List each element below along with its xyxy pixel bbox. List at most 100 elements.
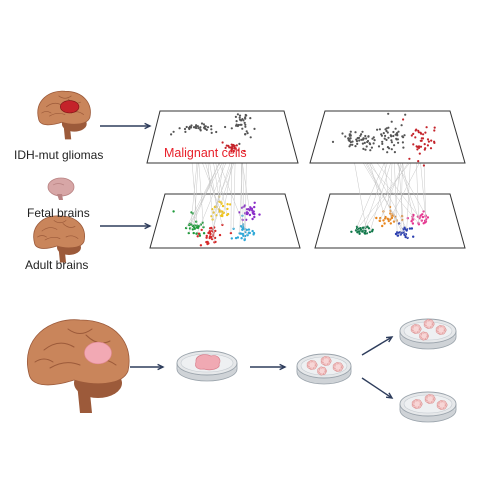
malignant-cell-point — [382, 132, 385, 135]
reference-cell-point — [197, 232, 201, 235]
malignant-cell-point — [241, 127, 244, 130]
malignant-cell-point — [347, 137, 350, 140]
malignant-cell-point — [378, 128, 381, 131]
malignant-cell-point — [422, 133, 425, 136]
malignant-cell-point — [240, 123, 243, 126]
fetal-brainstem — [57, 194, 63, 200]
malignant-cell-point — [234, 147, 237, 150]
malignant-cell-point — [381, 142, 384, 145]
reference-cell-point — [172, 210, 175, 213]
organoid-core — [438, 327, 444, 333]
malignant-cell-point — [203, 127, 206, 130]
malignant-cell-point — [426, 144, 429, 147]
malignant-cell-point — [360, 133, 363, 136]
malignant-cell-point — [199, 126, 202, 129]
malignant-cell-point — [362, 147, 365, 150]
organoid — [435, 325, 447, 335]
reference-cell-point — [368, 230, 372, 234]
reference-cell-point — [419, 214, 422, 217]
malignant-cell-point — [390, 148, 393, 151]
reference-cell-point — [398, 231, 402, 234]
malignant-cell-point — [184, 130, 187, 133]
malignant-cell-point — [206, 126, 210, 129]
malignant-cell-point — [426, 138, 430, 141]
malignant-cell-point — [365, 137, 368, 140]
malignant-cell-point — [253, 127, 256, 130]
malignant-cell-point — [364, 134, 367, 138]
malignant-cell-point — [424, 131, 427, 134]
malignant-cell-point — [172, 130, 175, 133]
malignant-cell-point — [385, 129, 388, 133]
malignant-cell-point — [384, 134, 387, 137]
malignant-cell-point — [400, 124, 403, 127]
organoid-dish-lower-icon — [399, 391, 457, 423]
malignant-cell-point — [383, 137, 386, 140]
malignant-cell-point — [244, 123, 247, 126]
organoid-dish-upper-icon — [399, 318, 457, 350]
reference-cell-point — [422, 222, 425, 225]
malignant-cell-point — [244, 133, 247, 136]
reference-cell-point — [229, 203, 232, 206]
reference-cell-point — [234, 236, 238, 240]
malignant-cell-point — [419, 145, 423, 148]
malignant-cell-point — [419, 131, 422, 134]
arrow-icon — [100, 222, 152, 230]
organoid — [320, 356, 332, 366]
malignant-cell-point — [370, 146, 373, 149]
reference-cell-point — [242, 234, 245, 237]
organoid-core — [309, 362, 315, 368]
reference-cell-point — [196, 226, 200, 230]
reference-cell-point — [251, 217, 254, 221]
reference-cell-point — [253, 201, 256, 204]
organoid-dish-icon — [296, 353, 352, 385]
malignant-cell-point — [394, 133, 397, 136]
arrow-icon — [250, 363, 287, 371]
malignant-cell-point — [418, 152, 421, 155]
malignant-cell-point — [420, 139, 423, 142]
malignant-cell-point — [433, 126, 436, 129]
malignant-cell-point — [344, 135, 347, 138]
malignant-cell-point — [356, 142, 359, 145]
reference-cell-point — [199, 244, 203, 247]
reference-cell-point — [191, 228, 194, 231]
reference-cell-point — [422, 210, 425, 213]
malignant-cell-point — [240, 119, 243, 122]
reference-cell-point — [230, 237, 233, 240]
malignant-plane-left — [146, 110, 299, 164]
malignant-cell-point — [381, 140, 384, 143]
reference-cell-point — [221, 214, 224, 218]
fetal-brains-label: Fetal brains — [27, 206, 90, 220]
malignant-cell-point — [361, 142, 364, 145]
organoid — [332, 362, 344, 372]
malignant-cell-point — [394, 127, 397, 130]
arrow-icon — [361, 377, 394, 399]
reference-cell-point — [370, 230, 374, 233]
malignant-cell-point — [397, 141, 400, 144]
reference-cell-point — [221, 204, 225, 208]
malignant-cell-point — [392, 134, 395, 138]
malignant-cell-point — [354, 131, 357, 134]
sulcus — [34, 358, 54, 363]
reference-cell-point — [226, 203, 229, 206]
malignant-cell-point — [395, 132, 399, 135]
reference-cell-point — [406, 236, 409, 240]
malignant-cell-point — [417, 129, 420, 132]
tumor-tissue — [195, 354, 221, 371]
malignant-cell-point — [396, 138, 399, 141]
reference-cell-point — [211, 229, 214, 233]
malignant-cell-point — [366, 140, 369, 144]
reference-cell-point — [417, 223, 421, 226]
malignant-cell-point — [385, 127, 388, 130]
reference-cell-point — [406, 217, 409, 220]
sulcus — [67, 328, 93, 335]
organoid-core — [413, 326, 419, 332]
organoid-core — [421, 333, 427, 339]
reference-cell-point — [358, 232, 361, 235]
malignant-cell-point — [204, 125, 207, 128]
arrow-shaft — [361, 336, 393, 356]
fetal-brain-icon — [47, 177, 75, 200]
malignant-cell-point — [185, 125, 188, 129]
reference-cell-point — [247, 231, 251, 234]
malignant-cells-scatter-left — [170, 113, 256, 153]
reference-cell-point — [251, 209, 254, 212]
